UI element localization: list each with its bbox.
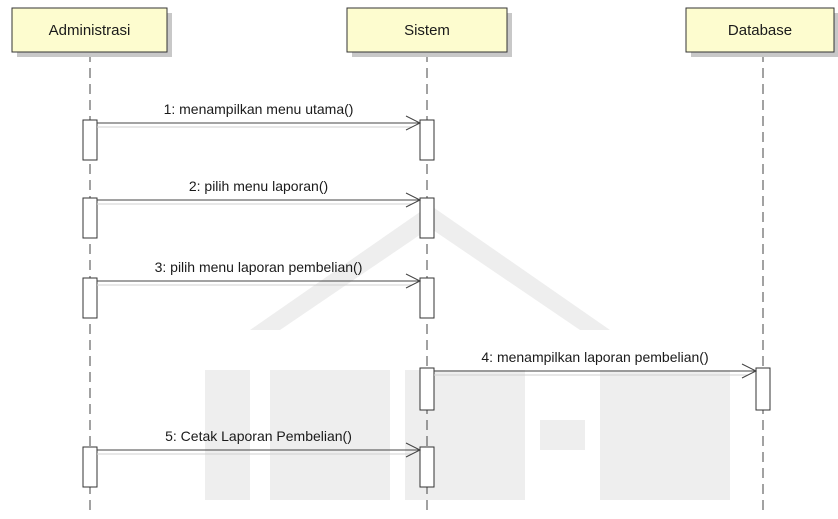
activation-box (755, 367, 771, 411)
messages: 1: menampilkan menu utama() 2: pilih men… (97, 101, 758, 458)
activation-box (419, 277, 435, 319)
watermark-bar-1 (205, 370, 250, 500)
lifeline-administrasi: Administrasi (11, 7, 172, 512)
activation-box (419, 446, 435, 488)
message-4-label: 4: menampilkan laporan pembelian() (481, 349, 708, 365)
watermark-roof (250, 205, 610, 330)
message-1-label: 1: menampilkan menu utama() (164, 101, 354, 117)
message-arrowhead (405, 442, 422, 458)
activation-boxes (82, 119, 771, 488)
activation-box (419, 197, 435, 239)
lifeline-administrasi-label: Administrasi (49, 22, 131, 39)
message-arrowhead (405, 192, 422, 208)
activation-box (82, 277, 98, 319)
lifeline-administrasi-header (11, 7, 168, 53)
message-2-label: 2: pilih menu laporan() (189, 178, 328, 194)
watermark-dot (540, 420, 585, 450)
lifeline-database: Database (685, 7, 838, 512)
lifeline-sistem-header (346, 7, 508, 53)
lifeline-database-label: Database (728, 22, 792, 39)
activation-box (82, 197, 98, 239)
message-arrowhead (741, 363, 758, 379)
message-3-label: 3: pilih menu laporan pembelian() (155, 259, 363, 275)
watermark-bar-2 (270, 370, 390, 500)
lifeline-sistem-label: Sistem (404, 22, 450, 39)
lifeline-sistem: Sistem (346, 7, 512, 512)
activation-box (419, 119, 435, 161)
lifeline-database-header (685, 7, 835, 53)
message-arrowhead (405, 115, 422, 131)
message-arrowhead (405, 273, 422, 289)
watermark-logo (205, 205, 730, 500)
message-5-label: 5: Cetak Laporan Pembelian() (165, 428, 352, 444)
activation-box (82, 119, 98, 161)
activation-box (419, 367, 435, 411)
activation-box (82, 446, 98, 488)
watermark-bar-4 (600, 370, 730, 500)
